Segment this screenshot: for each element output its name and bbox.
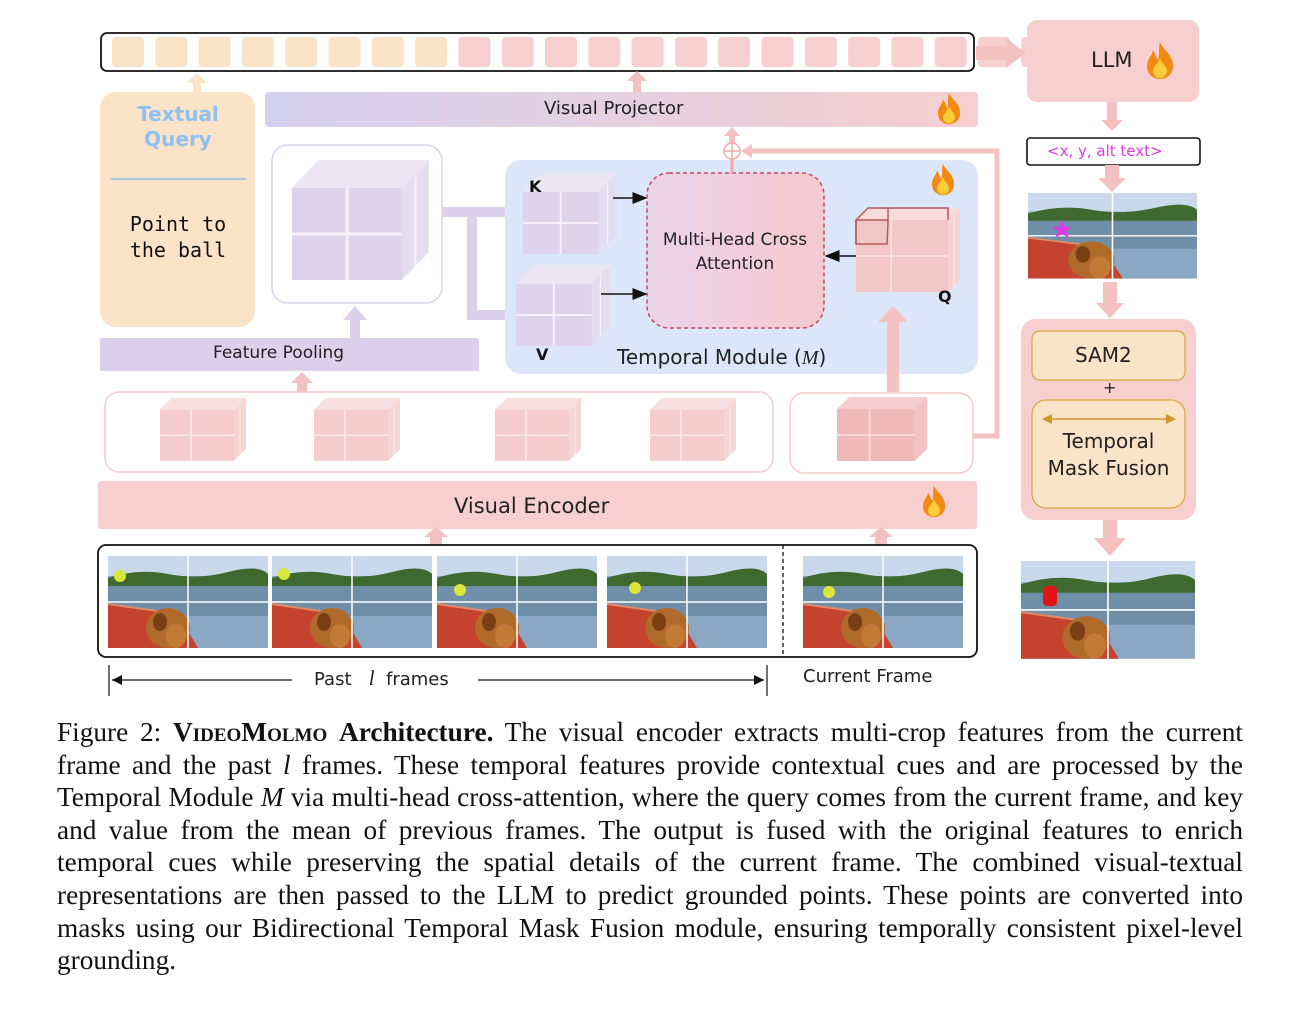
caption-var-l: l xyxy=(282,749,291,780)
feature-pooling-label: Feature Pooling xyxy=(213,343,345,363)
textual-query-title: Textual Query xyxy=(137,102,219,151)
past-frame-2 xyxy=(271,555,433,649)
query-label: Q xyxy=(938,287,952,306)
predicted-mask xyxy=(1043,586,1057,606)
sam2-label: SAM2 xyxy=(1075,343,1132,367)
sam2-box xyxy=(1031,330,1186,381)
token-sequence-bar xyxy=(100,32,975,72)
caption-text-3: via multi-head cross-attention, where th… xyxy=(57,782,1243,976)
output-mask-image xyxy=(1019,559,1197,660)
visual-token xyxy=(545,37,577,67)
visual-token xyxy=(934,37,967,67)
caption-title-rest: Architecture. xyxy=(339,717,494,747)
pointed-frame-image xyxy=(1026,191,1199,280)
fire-icon xyxy=(1143,40,1177,85)
caption-text-1: The visual encoder extracts multi-crop f… xyxy=(57,717,1243,780)
caption-text-2: frames. These temporal features provide … xyxy=(57,749,1243,813)
figure-caption: Figure 2: VideoMolmo Architecture. The v… xyxy=(57,716,1243,977)
visual-projector-bar xyxy=(265,92,978,127)
llm-box xyxy=(1027,20,1199,102)
plus-label: + xyxy=(1103,378,1117,397)
point-star-icon xyxy=(1052,220,1072,238)
visual-token xyxy=(501,37,534,67)
text-token xyxy=(112,37,144,67)
caption-title-name: VideoMolmo xyxy=(173,717,328,747)
current-frame-image xyxy=(802,555,964,649)
feature-pooling-bar xyxy=(100,338,479,371)
fire-icon xyxy=(928,162,958,201)
visual-token xyxy=(458,37,491,67)
visual-token xyxy=(804,37,837,67)
mhca-label: Multi-Head Cross Attention xyxy=(662,230,808,274)
past-frame-4 xyxy=(606,555,768,649)
multi-head-cross-attention-box xyxy=(646,172,825,329)
visual-projector-label: Visual Projector xyxy=(544,98,684,119)
text-token xyxy=(371,37,404,67)
visual-token xyxy=(761,37,794,67)
visual-encoder-label: Visual Encoder xyxy=(454,494,610,518)
past-frame-3 xyxy=(436,555,598,649)
visual-token xyxy=(588,37,621,67)
past-frame-features xyxy=(104,391,774,473)
key-label: K xyxy=(529,177,542,196)
text-token xyxy=(241,37,274,67)
temporal-module-label: Temporal Module (M) xyxy=(617,345,827,369)
temporal-mask-fusion-box xyxy=(1031,399,1186,509)
textual-query-text: Point to the ball xyxy=(129,212,227,262)
text-token xyxy=(415,37,448,67)
point-output-text: <x, y, alt text> xyxy=(1047,142,1163,160)
textual-query-box xyxy=(100,92,255,327)
visual-token xyxy=(718,37,751,67)
architecture-diagram xyxy=(97,20,1201,696)
visual-token xyxy=(631,37,664,67)
current-frame-label: Current Frame xyxy=(803,666,933,687)
fire-icon xyxy=(919,484,949,523)
past-frame-1 xyxy=(107,555,269,649)
llm-label: LLM xyxy=(1091,48,1133,72)
caption-var-m: M xyxy=(260,782,284,813)
text-token xyxy=(328,37,361,67)
text-token xyxy=(285,37,318,67)
visual-token xyxy=(891,37,924,67)
figure-number: Figure 2: xyxy=(57,717,162,747)
tokens-to-llm-arrow xyxy=(976,38,1026,68)
visual-encoder-bar xyxy=(98,481,977,529)
value-label: V xyxy=(536,345,549,364)
text-token xyxy=(155,37,188,67)
temporal-mask-fusion-label: Temporal Mask Fusion xyxy=(1047,429,1170,480)
fire-icon xyxy=(934,91,964,130)
text-token xyxy=(198,37,231,67)
past-frames-label: Past l frames xyxy=(314,666,449,690)
visual-token xyxy=(674,37,707,67)
visual-token xyxy=(848,37,881,67)
